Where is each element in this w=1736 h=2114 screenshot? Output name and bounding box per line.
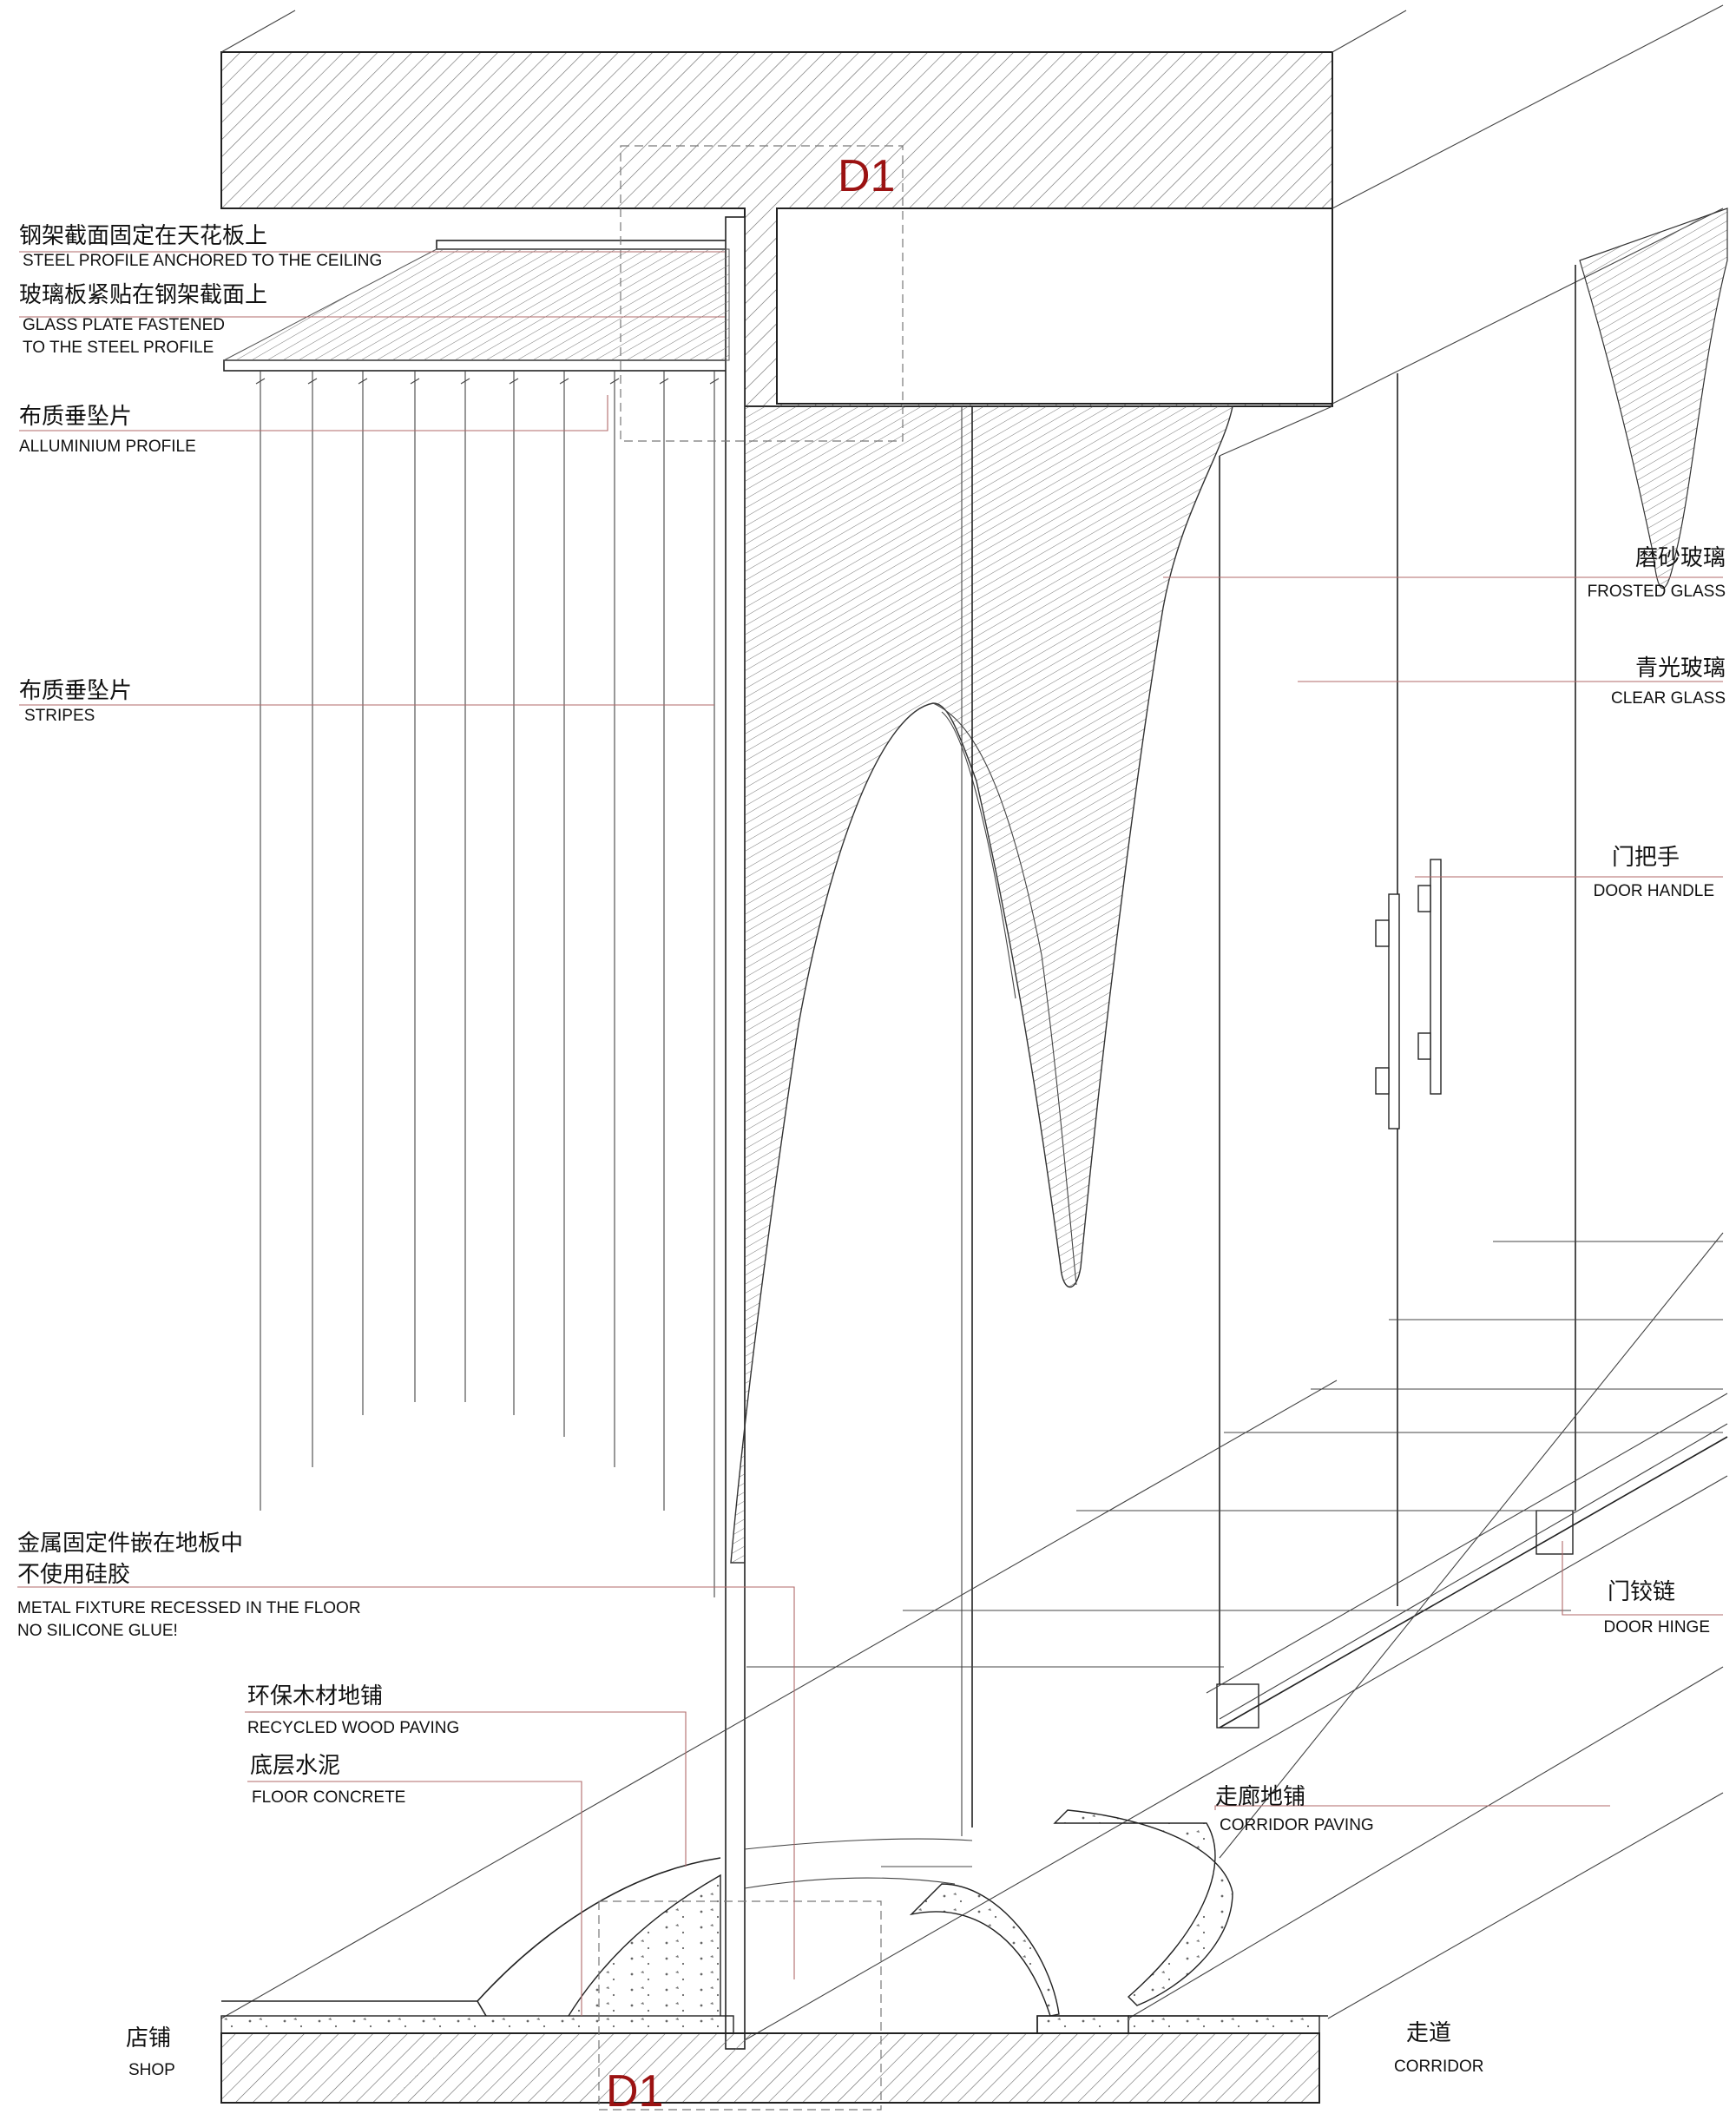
label-stripes-cn: 布质垂坠片 (19, 678, 132, 704)
label-glass-en-1: GLASS PLATE FASTENED (23, 316, 225, 334)
label-wood-cn: 环保木材地铺 (247, 1683, 383, 1709)
label-metal-en-2: NO SILICONE GLUE! (17, 1622, 178, 1640)
label-frosted-cn: 磨砂玻璃 (1635, 545, 1726, 571)
detail-mark-top: D1 (838, 151, 895, 201)
label-glass-en-2: TO THE STEEL PROFILE (23, 339, 214, 357)
door-handle (1375, 859, 1442, 1129)
detail-frame-top (620, 145, 904, 442)
detail-mark-bottom: D1 (606, 2066, 663, 2114)
frosted-glass (730, 207, 1728, 1564)
label-corridor-en: CORRIDOR (1394, 2058, 1483, 2076)
corridor-lines (220, 1232, 1728, 2041)
label-metal-en-1: METAL FIXTURE RECESSED IN THE FLOOR (17, 1599, 361, 1617)
detail-frame-bottom (598, 1900, 882, 2111)
steel-profile (223, 207, 746, 2050)
label-steel-en: STEEL PROFILE ANCHORED TO THE CEILING (23, 252, 382, 270)
label-frosted-en: FROSTED GLASS (1588, 583, 1726, 601)
floor (220, 1809, 1328, 2104)
label-shop-cn: 店铺 (126, 2025, 171, 2051)
label-handle-cn: 门把手 (1612, 845, 1680, 871)
label-handle-en: DOOR HANDLE (1594, 882, 1714, 900)
label-corridor-paving-cn: 走廊地铺 (1215, 1784, 1305, 1810)
label-corridor-paving-en: CORRIDOR PAVING (1220, 1816, 1374, 1834)
leader-lines (17, 251, 1723, 2016)
label-clear-en: CLEAR GLASS (1611, 689, 1726, 708)
label-glass-cn: 玻璃板紧贴在钢架截面上 (19, 282, 267, 308)
label-alu-en: ALLUMINIUM PROFILE (19, 438, 196, 456)
label-stripes-en: STRIPES (24, 707, 95, 725)
label-metal-cn-1: 金属固定件嵌在地板中 (17, 1531, 243, 1557)
label-steel-cn: 钢架截面固定在天花板上 (19, 223, 267, 249)
stripes (255, 371, 720, 1597)
glass-plate (223, 248, 730, 361)
label-clear-cn: 青光玻璃 (1635, 655, 1726, 682)
ceiling-beam (220, 4, 1724, 407)
label-concrete-cn: 底层水泥 (250, 1753, 340, 1779)
glass-door (961, 265, 1728, 1836)
label-hinge-cn: 门铰链 (1608, 1579, 1675, 1605)
label-concrete-en: FLOOR CONCRETE (252, 1788, 405, 1807)
label-corridor-cn: 走道 (1406, 2020, 1451, 2046)
label-metal-cn-2: 不使用硅胶 (17, 1562, 130, 1588)
label-hinge-en: DOOR HINGE (1604, 1618, 1710, 1637)
label-wood-en: RECYCLED WOOD PAVING (247, 1719, 459, 1737)
label-shop-en: SHOP (128, 2061, 175, 2079)
label-alu-cn: 布质垂坠片 (19, 404, 132, 430)
